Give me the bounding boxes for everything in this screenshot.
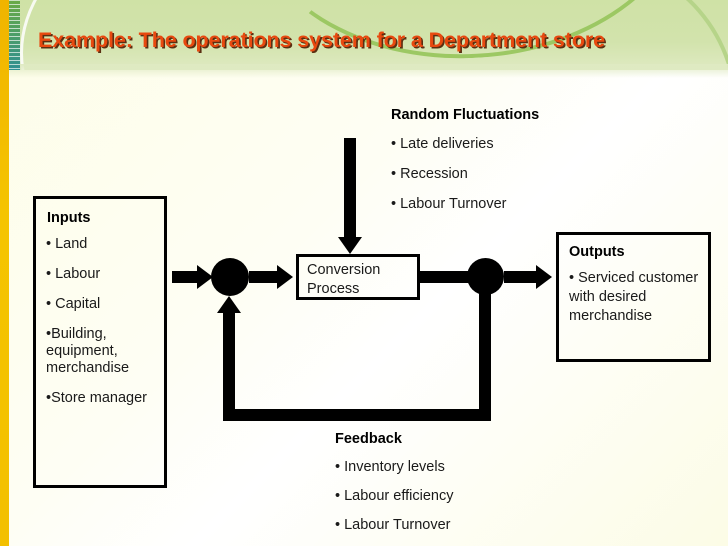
random-item-late-deliveries: • Late deliveries (391, 136, 494, 152)
arrow-random-to-conversion-head (338, 237, 362, 254)
random-item-labour-turnover: • Labour Turnover (391, 196, 507, 212)
gold-accent-rail (0, 0, 9, 546)
outputs-item-serviced-customer: • Serviced customer with desired merchan… (569, 270, 699, 324)
arrow-junction2-to-outputs-shaft (504, 271, 537, 283)
inputs-box: Inputs • Land • Labour • Capital •Buildi… (33, 196, 167, 488)
inputs-item-land: • Land (46, 236, 88, 252)
junction-node-output (467, 258, 504, 295)
conversion-label-line2: Process (307, 281, 360, 297)
striped-accent-rail (9, 0, 20, 70)
header-fade (0, 64, 728, 78)
feedback-loop-horizontal-bottom (223, 409, 491, 421)
arrow-junction-to-conversion-shaft (249, 271, 278, 283)
arrow-conversion-to-junction2-shaft (420, 271, 470, 283)
inputs-heading: Inputs (47, 210, 91, 226)
outputs-box: Outputs • Serviced customer with desired… (556, 232, 711, 362)
feedback-loop-arrow-head (217, 296, 241, 313)
conversion-process-box: Conversion Process (296, 254, 420, 300)
feedback-heading: Feedback (335, 431, 402, 447)
inputs-item-building: •Building, equipment, merchandise (46, 326, 130, 376)
inputs-item-labour: • Labour (46, 266, 101, 282)
feedback-group: Feedback • Inventory levels • Labour eff… (335, 431, 453, 546)
feedback-loop-vertical-right (479, 285, 491, 420)
arrow-junction2-to-outputs-head (536, 265, 552, 289)
feedback-loop-vertical-left (223, 313, 235, 414)
slide-header-band (0, 0, 728, 70)
random-fluctuations-group: Random Fluctuations • Late deliveries • … (391, 107, 539, 226)
arrow-random-to-conversion-shaft (344, 138, 356, 238)
page-title: Example: The operations system for a Dep… (38, 28, 606, 52)
feedback-item-labour-turnover: • Labour Turnover (335, 517, 451, 533)
decorative-arc-icon (20, 0, 586, 70)
random-fluctuations-heading: Random Fluctuations (391, 107, 540, 123)
junction-node-input (211, 258, 249, 296)
conversion-label-line1: Conversion (307, 262, 381, 278)
feedback-item-inventory-levels: • Inventory levels (335, 459, 445, 475)
feedback-item-labour-efficiency: • Labour efficiency (335, 488, 454, 504)
arrow-inputs-to-junction-head (197, 265, 213, 289)
arrow-junction-to-conversion-head (277, 265, 293, 289)
inputs-item-capital: • Capital (46, 296, 101, 312)
inputs-item-store-manager: •Store manager (46, 390, 147, 406)
outputs-heading: Outputs (569, 244, 625, 260)
arrow-inputs-to-junction-shaft (172, 271, 199, 283)
random-item-recession: • Recession (391, 166, 468, 182)
